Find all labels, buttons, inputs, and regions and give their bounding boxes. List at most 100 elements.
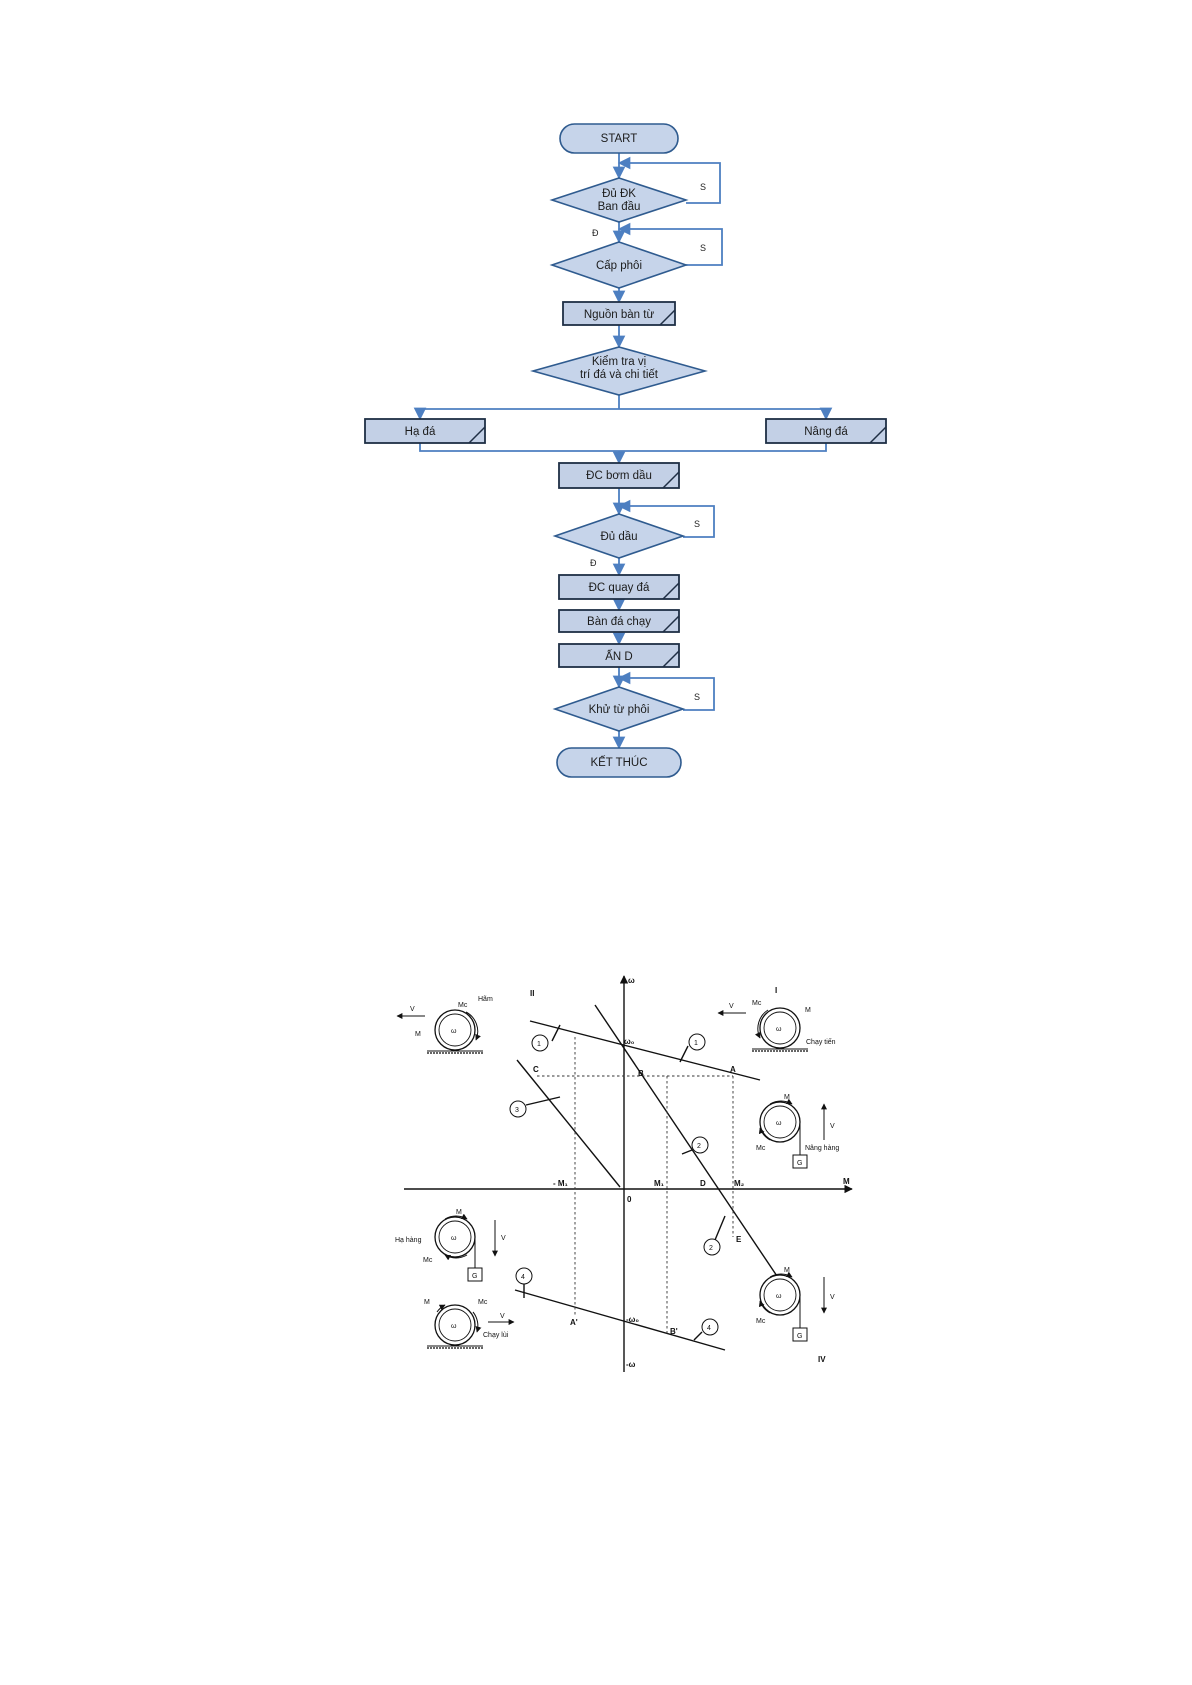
drum-chay-lui: ω V M Mc Chạy lùi (424, 1299, 515, 1349)
decision-cap-phoi: Cấp phôi (549, 241, 689, 289)
drum-ha-hang-omega: ω (451, 1235, 457, 1242)
drum-nang-hang: G ω V M Mc Nâng hàng (756, 1094, 839, 1169)
process-dc-quay-da-label: ĐC quay đá (589, 582, 650, 594)
callout-4-right: 4 (693, 1318, 719, 1341)
mechanical-diagram: ω M -ω 0 II I IV ω₀ B A C D E - M₁ M₁ M₂… (395, 975, 853, 1372)
drum-chay-tien: ω V M Mc Chạy tiến (717, 1000, 836, 1052)
drum-nang-hang-m: M (784, 1094, 790, 1101)
quadrant-1-label: I (775, 986, 777, 995)
drum-chay-tien-omega: ω (776, 1026, 782, 1033)
process-an-d: ẤN D (558, 643, 680, 668)
decision-kiem-tra-line1: Kiểm tra vị (592, 356, 646, 368)
decision-kiem-tra: Kiểm tra vị trí đá và chi tiết (530, 346, 708, 396)
drum-q4-v: V (830, 1294, 835, 1301)
process-ha-da: Hạ đá (364, 418, 486, 444)
drum-ham-omega: ω (451, 1028, 457, 1035)
decision-du-dau: Đủ dầu (552, 513, 686, 559)
drum-ha-hang-label: Hạ hàng (395, 1237, 422, 1244)
point-d-label: D (700, 1179, 706, 1188)
drum-q4-g: G (797, 1333, 802, 1340)
point-b-prime-label: B' (670, 1327, 678, 1336)
characteristic-line-1 (529, 1020, 761, 1081)
process-nang-da: Nâng đá (765, 418, 887, 444)
drum-ha-hang-mc: Mc (423, 1257, 433, 1264)
drum-quadrant-4: G ω V M Mc (756, 1267, 835, 1342)
process-nang-da-label: Nâng đá (804, 426, 848, 438)
drum-q4-omega: ω (776, 1293, 782, 1300)
process-ha-da-label: Hạ đá (405, 426, 436, 438)
drum-chay-tien-label: Chạy tiến (806, 1037, 836, 1046)
decision-du-dk-ban-dau: Đủ ĐK Ban đầu (549, 177, 689, 223)
decision-cap-phoi-label: Cấp phôi (596, 260, 642, 272)
callout-2-bottom: 2 (703, 1215, 726, 1256)
process-dc-bom-dau: ĐC bơm dầu (558, 462, 680, 489)
drum-nang-hang-label: Nâng hàng (805, 1145, 839, 1152)
decision-du-dk-line2: Ban đầu (598, 201, 641, 213)
drum-chay-lui-label: Chạy lùi (483, 1332, 509, 1339)
callout-2-top: 2 (681, 1136, 709, 1155)
drum-ham-v: V (410, 1006, 415, 1013)
point-a-label: A (730, 1065, 736, 1074)
drum-chay-tien-m: M (805, 1007, 811, 1014)
point-a-prime-label: A' (570, 1318, 578, 1327)
drum-ha-hang: G ω V M Mc Hạ hàng (395, 1209, 506, 1282)
decision-khu-tu-phoi-label: Khử từ phôi (589, 704, 650, 716)
process-an-d-label: ẤN D (605, 650, 632, 663)
point-e-label: E (736, 1235, 742, 1244)
axis-label-omega: ω (628, 976, 635, 985)
drum-chay-lui-omega: ω (451, 1323, 457, 1330)
drum-chay-lui-v: V (500, 1313, 505, 1320)
edge-label-s-3: S (694, 519, 700, 529)
callout-4-left-text: 4 (521, 1274, 525, 1281)
drum-nang-hang-v: V (830, 1123, 835, 1130)
edge-label-s-2: S (700, 243, 706, 253)
start-node: START (559, 123, 679, 154)
drum-chay-tien-v: V (729, 1003, 734, 1010)
m1-label: M₁ (654, 1179, 665, 1188)
drum-nang-hang-omega: ω (776, 1120, 782, 1127)
drum-ham: ω V M Mc Hãm (396, 996, 493, 1054)
drum-q4-mc: Mc (756, 1318, 766, 1325)
process-ban-da-chay-label: Bàn đá chạy (587, 616, 651, 628)
callout-3: 3 (509, 1096, 561, 1118)
characteristic-line-3 (516, 1059, 621, 1188)
edge-label-s-4: S (694, 692, 700, 702)
axis-label-m: M (843, 1177, 850, 1186)
flow-connectors (413, 153, 833, 750)
callout-4-left: 4 (515, 1267, 533, 1298)
callout-2-top-text: 2 (697, 1143, 701, 1150)
axis-label-neg-omega: -ω (626, 1360, 636, 1369)
end-label: KẾT THÚC (590, 756, 647, 769)
drum-ham-m: M (415, 1031, 421, 1038)
label-omega0: ω₀ (624, 1037, 635, 1046)
decision-kiem-tra-line2: trí đá và chi tiết (580, 369, 659, 381)
process-dc-quay-da: ĐC quay đá (558, 574, 680, 600)
drum-q4-m: M (784, 1267, 790, 1274)
end-node: KẾT THÚC (556, 747, 682, 778)
drum-ha-hang-m: M (456, 1209, 462, 1216)
neg-m1-label: - M₁ (553, 1179, 569, 1188)
start-label: START (601, 133, 638, 145)
quadrant-4-label: IV (818, 1355, 826, 1364)
origin-label: 0 (627, 1195, 632, 1204)
drum-nang-hang-mc: Mc (756, 1145, 766, 1152)
drum-nang-hang-g: G (797, 1160, 802, 1167)
edge-label-d-1: Đ (592, 228, 599, 238)
process-dc-bom-dau-label: ĐC bơm dầu (586, 470, 652, 482)
decision-khu-tu-phoi: Khử từ phôi (552, 686, 686, 732)
decision-du-dau-label: Đủ dầu (600, 531, 637, 543)
drum-ham-label: Hãm (478, 996, 493, 1003)
callout-1-right-text: 1 (694, 1040, 698, 1047)
point-b-label: B (638, 1069, 644, 1078)
callout-1-left-text: 1 (537, 1041, 541, 1048)
drum-chay-lui-mc: Mc (478, 1299, 488, 1306)
flowchart: START Đủ ĐK Ban đầu S Đ Cấp phôi S Nguồn… (364, 123, 887, 778)
process-ban-da-chay: Bàn đá chạy (558, 609, 680, 633)
process-nguon-ban-tu: Nguồn bàn từ (562, 301, 676, 326)
point-c-label: C (533, 1065, 539, 1074)
drum-chay-tien-mc: Mc (752, 1000, 762, 1007)
callout-1-left: 1 (531, 1024, 561, 1052)
drum-ha-hang-g: G (472, 1273, 477, 1280)
drum-ha-hang-v: V (501, 1235, 506, 1242)
